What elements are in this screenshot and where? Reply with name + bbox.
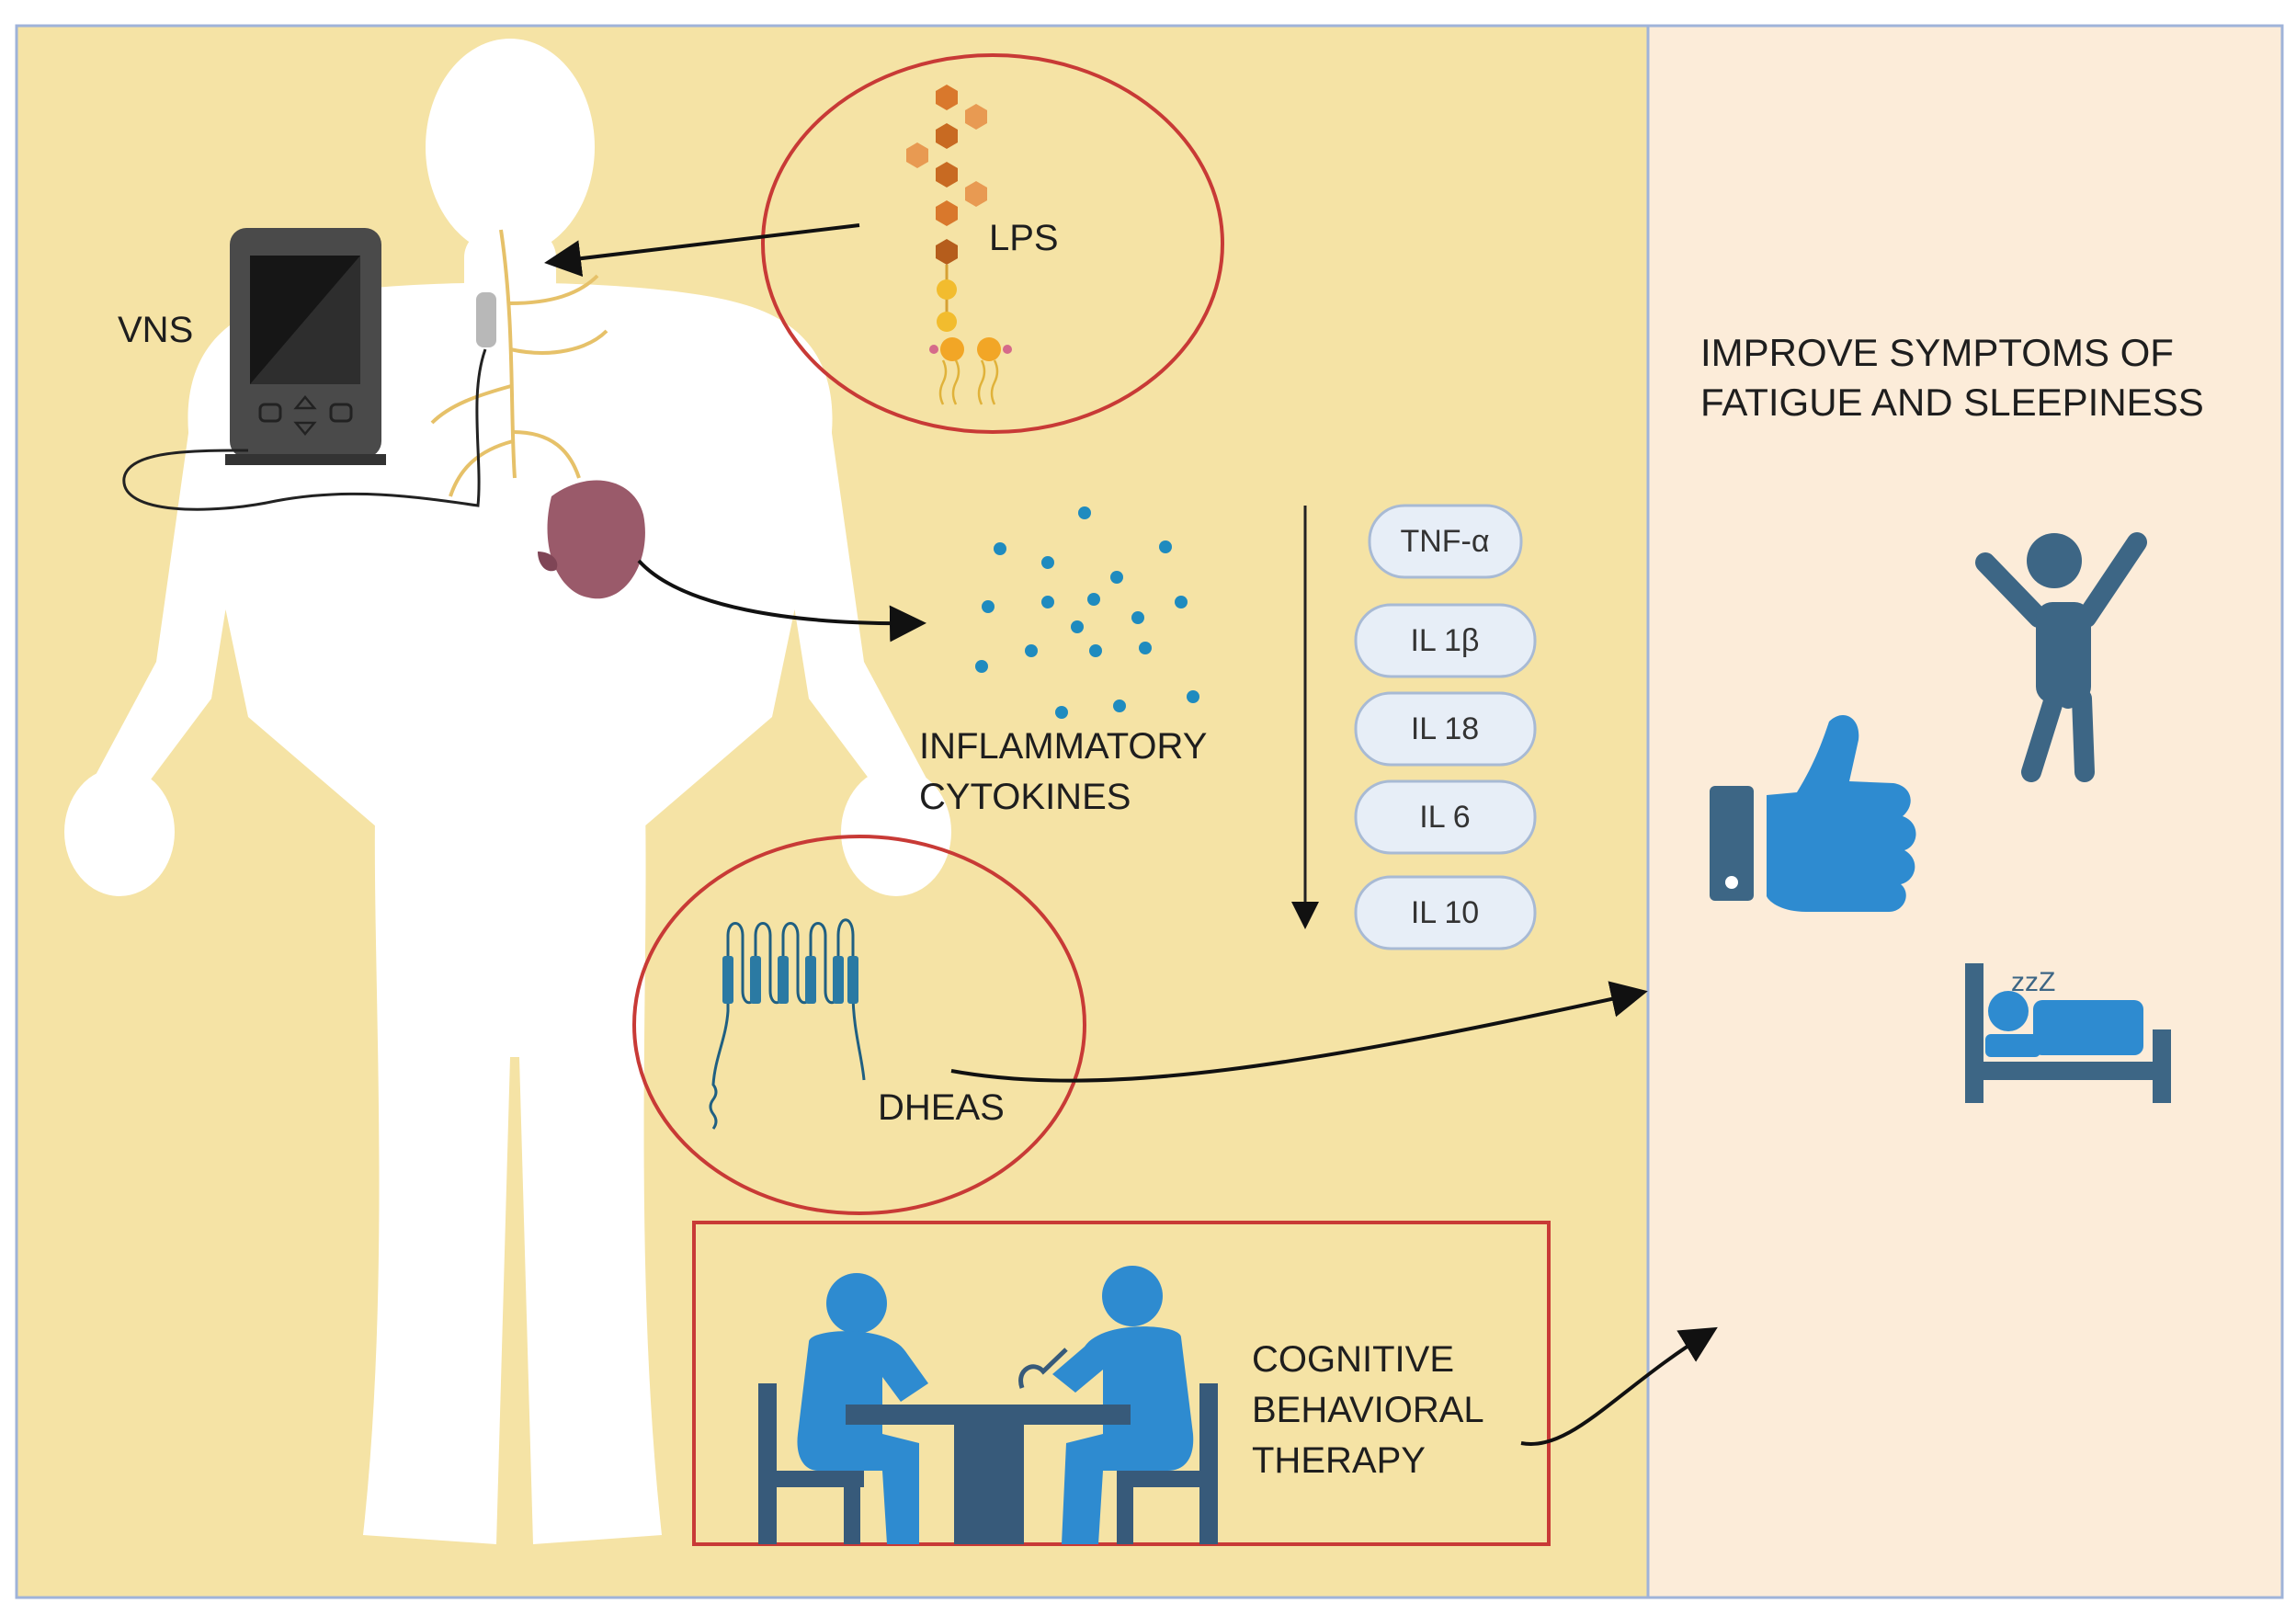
cytokine-dots — [975, 506, 1199, 719]
cytokine-pill — [1354, 603, 1537, 678]
therapy-session-icon — [758, 1266, 1218, 1544]
vns-wire — [122, 348, 487, 511]
dheas-label: DHEAS — [878, 1087, 1005, 1128]
cbt-label-line3: THERAPY — [1252, 1440, 1426, 1481]
cytokine-pill-label: IL 10 — [1411, 895, 1479, 930]
lps-label: LPS — [989, 218, 1059, 258]
cbt-label-line2: BEHAVIORAL — [1252, 1390, 1484, 1430]
vagus-nerve-icon — [430, 229, 608, 497]
outcome-label-line2: FATIGUE AND SLEEPINESS — [1700, 381, 2204, 424]
inflammatory-cytokines-label-line1: INFLAMMATORY — [919, 726, 1207, 767]
outcome-label-line1: IMPROVE SYMPTOMS OF — [1700, 331, 2174, 374]
cytokine-pill — [1368, 504, 1523, 579]
sleeping-in-bed-icon — [1965, 963, 2171, 1103]
vns-label: VNS — [118, 310, 193, 350]
thumbs-up-icon — [1710, 714, 1916, 912]
lps-molecule-icon — [906, 85, 1012, 405]
cytokine-list: TNF-α IL 1β IL 18 IL 6 IL 10 — [1354, 504, 1537, 950]
spleen-icon — [538, 480, 645, 599]
cytokine-pill-label: IL 18 — [1411, 711, 1479, 746]
vns-stimulator-device-icon — [225, 228, 386, 465]
cytokine-pill — [1354, 779, 1537, 855]
dheas-circle — [632, 835, 1086, 1215]
jumping-person-torso — [2036, 602, 2091, 703]
cytokine-pill — [1354, 875, 1537, 950]
dheas-to-outcome-arrow — [950, 981, 1648, 1083]
cytokine-pill-label: IL 6 — [1419, 800, 1470, 835]
cbt-to-outcome-arrow — [1520, 1326, 1718, 1446]
lps-arrow — [544, 223, 860, 278]
sleep-z-label: zzZ — [2011, 967, 2055, 997]
dheas-receptor-segments — [722, 956, 858, 1004]
cytokine-pill-label: IL 1β — [1410, 623, 1479, 658]
cytokine-pill — [1354, 691, 1537, 767]
lps-circle — [761, 53, 1224, 434]
cbt-label-line1: COGNITIVE — [1252, 1339, 1454, 1380]
vns-electrode — [476, 292, 496, 347]
cytokine-pill-label: TNF-α — [1400, 524, 1489, 559]
spleen-to-cytokines-arrow — [637, 559, 926, 643]
inflammatory-cytokines-label-line2: CYTOKINES — [919, 777, 1131, 817]
